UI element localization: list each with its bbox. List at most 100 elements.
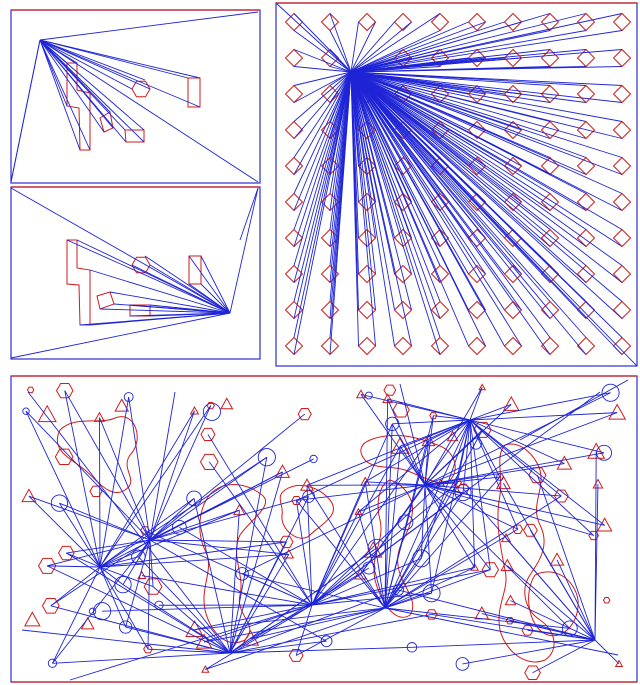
free-region-2 (280, 485, 333, 538)
triangle-obstacle (609, 404, 625, 419)
triangle-obstacle (505, 596, 515, 605)
diamond-obstacle (614, 302, 631, 319)
visibility-edge-c (351, 72, 550, 319)
visibility-edge-d (470, 387, 482, 420)
obstacle-b-4 (97, 292, 114, 309)
diamond-obstacle (322, 14, 339, 31)
diamond-obstacle (469, 14, 486, 31)
diamond-obstacle (286, 158, 303, 175)
triangle-obstacle (475, 607, 488, 619)
hexagon-obstacle (603, 598, 609, 604)
panel-a (11, 10, 260, 183)
visibility-edge-d (520, 380, 628, 440)
visibility-edge-c (294, 31, 351, 73)
visibility-edge-a (40, 40, 144, 142)
visibility-edge-d (412, 640, 595, 647)
visibility-edge-c (276, 3, 351, 72)
diamond-obstacle (432, 338, 449, 355)
diamond-obstacle (359, 266, 376, 283)
diamond-obstacle (542, 230, 559, 247)
triangle-obstacle (479, 384, 485, 389)
panel-d (11, 376, 637, 682)
visibility-edge-b (11, 313, 230, 358)
visibility-edge-d (432, 420, 470, 593)
visibility-edge-d (462, 640, 595, 664)
triangle-obstacle (504, 397, 519, 411)
visibility-edge-d (595, 452, 596, 640)
triangle-obstacle (191, 407, 199, 414)
visibility-edge-d (195, 608, 385, 630)
visibility-edge-a (40, 40, 110, 112)
visibility-edge-c (351, 72, 622, 338)
triangle-obstacle (22, 489, 36, 501)
visibility-edge-c (294, 67, 351, 73)
visibility-edge-d (99, 417, 150, 540)
diamond-obstacle (614, 266, 631, 283)
visibility-edge-d (100, 567, 148, 649)
visibility-edge-d (100, 397, 129, 567)
visibility-edge-d (100, 457, 267, 567)
visibility-edge-d (51, 540, 150, 606)
visibility-edge-a (40, 40, 132, 89)
diamond-obstacle (505, 338, 522, 355)
diamond-obstacle (578, 14, 595, 31)
obstacle-a-1 (125, 130, 144, 142)
visibility-edge-c (294, 72, 351, 319)
hexagon-obstacle (27, 387, 33, 392)
visibility-edge-d (510, 621, 595, 640)
diamond-obstacle (286, 122, 303, 139)
visibility-edge-d (100, 510, 239, 567)
visibility-edge-d (463, 489, 595, 640)
visibility-edge-d (150, 406, 211, 540)
visibility-edge-b (230, 188, 258, 313)
visibility-edge-d (470, 393, 611, 420)
diamond-obstacle (614, 122, 631, 139)
diamond-obstacle (505, 14, 522, 31)
visibility-edge-c (351, 14, 622, 73)
diamond-obstacle (614, 14, 631, 31)
diamond-obstacle (286, 14, 303, 31)
visibility-edge-d (102, 605, 312, 611)
visibility-edge-d (26, 411, 100, 567)
visibility-edge-c (330, 31, 351, 73)
visibility-edge-d (150, 392, 175, 540)
visibility-edge-d (52, 567, 100, 663)
visibility-edge-d (595, 640, 619, 664)
diamond-obstacle (432, 230, 449, 247)
diamond-obstacle (286, 266, 303, 283)
diamond-obstacle (614, 230, 631, 247)
visibility-edge-d (425, 393, 611, 485)
panel-a-frame (11, 10, 260, 183)
visibility-edge-c (294, 50, 351, 73)
visibility-edge-c (294, 72, 351, 86)
visibility-edge-a (40, 40, 200, 107)
triangle-obstacle (276, 465, 290, 477)
diamond-obstacle (578, 338, 595, 355)
diamond-obstacle (614, 86, 631, 103)
visibility-edge-d (470, 404, 511, 420)
visibility-edge-d (51, 567, 100, 606)
visibility-edge-d (70, 605, 312, 680)
visibility-edge-d (99, 417, 100, 567)
diamond-obstacle (578, 302, 595, 319)
visibility-edge-b (240, 188, 258, 240)
hexagon-obstacle (384, 385, 396, 395)
visibility-edge-c (351, 72, 622, 302)
diamond-obstacle (578, 86, 595, 103)
diamond-obstacle (614, 338, 631, 355)
obstacle-b-0 (67, 240, 90, 325)
triangle-obstacle (82, 618, 94, 629)
diamond-obstacle (395, 338, 412, 355)
panel-c (276, 3, 637, 366)
diamond-obstacle (359, 230, 376, 247)
circle-obstacle (203, 403, 220, 420)
panel-b-frame (11, 187, 260, 359)
diamond-obstacle (286, 338, 303, 355)
visibility-edge-b (145, 256, 230, 313)
visibility-edge-d (470, 413, 617, 420)
visibility-edge-a (40, 12, 258, 40)
triangle-obstacle (557, 456, 571, 469)
panel-b (11, 187, 260, 359)
diamond-obstacle (286, 86, 303, 103)
